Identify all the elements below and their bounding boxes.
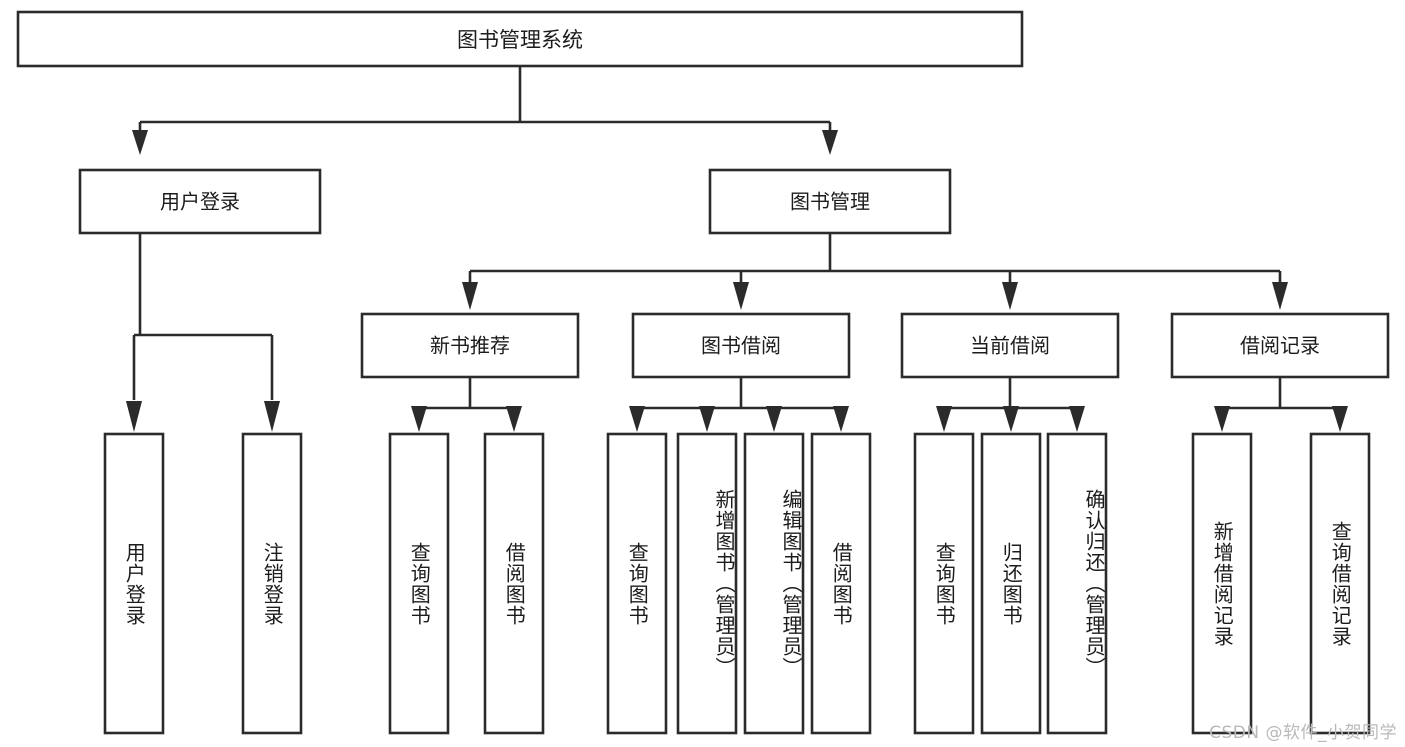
leaf-box-layer xyxy=(103,432,1371,735)
node-user-login-label: 用户登录 xyxy=(160,190,240,214)
node-root-box[interactable] xyxy=(16,10,1024,68)
leaf-box-borrow-book[interactable] xyxy=(810,432,872,735)
arrow-head-leaf-borrow-3 xyxy=(766,406,782,432)
node-user-login-box[interactable] xyxy=(78,168,322,235)
arrow-head-leaf-newbook-2 xyxy=(506,406,522,432)
leaf-box-query-book-recommend[interactable] xyxy=(388,432,450,735)
node-root-label: 图书管理系统 xyxy=(457,28,583,52)
arrow-head-level2-1 xyxy=(462,282,478,310)
arrow-head-leaf-current-2 xyxy=(1003,406,1019,432)
node-book-management-box[interactable] xyxy=(708,168,952,235)
arrow-head-leaf-record-1 xyxy=(1214,406,1230,432)
arrow-head-leaf-current-3 xyxy=(1069,406,1085,432)
node-root[interactable]: 图书管理系统 xyxy=(16,10,1024,68)
node-current-borrow[interactable]: 当前借阅 xyxy=(900,312,1120,379)
arrow-head-leaf-borrow-2 xyxy=(699,406,715,432)
node-book-management-label: 图书管理 xyxy=(790,190,870,214)
arrow-head-leaf-current-1 xyxy=(936,406,952,432)
node-new-book-recommend-label: 新书推荐 xyxy=(430,334,510,358)
watermark-text: CSDN @软件_小贺同学 xyxy=(1209,723,1397,743)
node-current-borrow-label: 当前借阅 xyxy=(970,334,1050,358)
leaf-box-user-login[interactable] xyxy=(103,432,165,735)
leaf-box-query-book-current[interactable] xyxy=(913,432,975,735)
arrow-head-level2-4 xyxy=(1272,282,1288,310)
connector-layer xyxy=(126,66,1348,432)
node-borrow-record[interactable]: 借阅记录 xyxy=(1170,312,1390,379)
leaf-box-logout[interactable] xyxy=(241,432,303,735)
leaf-box-add-borrow-record[interactable] xyxy=(1191,432,1253,735)
leaf-box-add-book-admin[interactable] xyxy=(676,432,738,735)
arrow-head-leaf-record-2 xyxy=(1332,406,1348,432)
arrow-head-user-login xyxy=(132,130,148,155)
node-borrow-record-box[interactable] xyxy=(1170,312,1390,379)
node-current-borrow-box[interactable] xyxy=(900,312,1120,379)
node-book-borrow[interactable]: 图书借阅 xyxy=(631,312,851,379)
node-borrow-record-label: 借阅记录 xyxy=(1240,334,1320,358)
arrow-head-leaf-user-login-2 xyxy=(264,401,280,432)
arrow-head-leaf-newbook-1 xyxy=(411,406,427,432)
arrow-head-level2-3 xyxy=(1002,282,1018,310)
node-book-management[interactable]: 图书管理 xyxy=(708,168,952,235)
leaf-box-query-book-borrow[interactable] xyxy=(606,432,668,735)
leaf-box-query-borrow-record[interactable] xyxy=(1309,432,1371,735)
arrow-head-leaf-borrow-1 xyxy=(629,406,645,432)
node-new-book-recommend-box[interactable] xyxy=(360,312,580,379)
node-book-borrow-box[interactable] xyxy=(631,312,851,379)
leaf-box-borrow-book-recommend[interactable] xyxy=(483,432,545,735)
node-user-login[interactable]: 用户登录 xyxy=(78,168,322,235)
arrow-head-book-mgmt xyxy=(822,130,838,155)
arrow-head-level2-2 xyxy=(733,282,749,310)
leaf-box-return-book[interactable] xyxy=(980,432,1042,735)
arrow-head-leaf-borrow-4 xyxy=(833,406,849,432)
leaf-box-confirm-return-admin[interactable] xyxy=(1046,432,1108,735)
arrow-head-leaf-user-login-1 xyxy=(126,401,142,432)
node-book-borrow-label: 图书借阅 xyxy=(701,334,781,358)
leaf-box-edit-book-admin[interactable] xyxy=(743,432,805,735)
node-new-book-recommend[interactable]: 新书推荐 xyxy=(360,312,580,379)
